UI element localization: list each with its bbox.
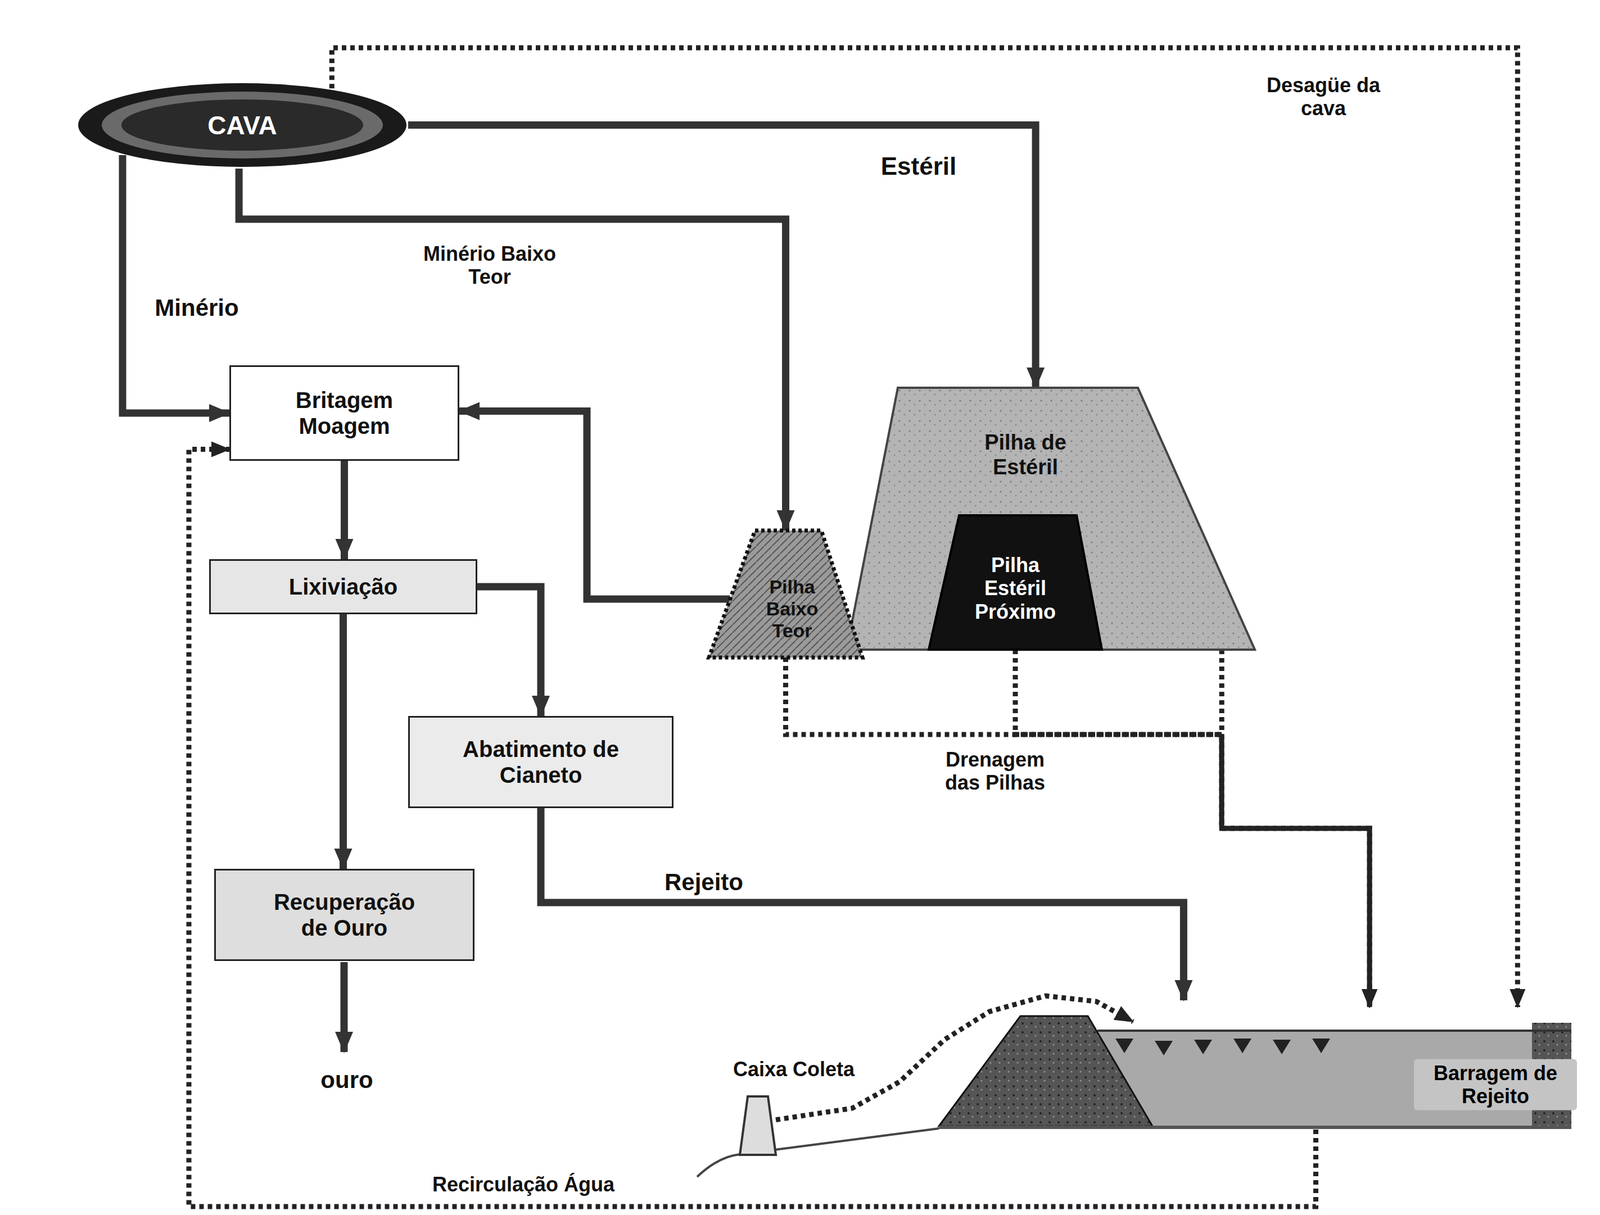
node-outline [739,1096,776,1156]
edge-label: Estéril [877,151,961,183]
tailings-marker [1154,1041,1173,1056]
node-text: Lixiviação [288,573,398,600]
waste-pile: Pilha de EstérilPilha Estéril Próximo [846,387,1255,650]
pit-ellipse: CAVA [76,81,409,169]
dotted-flow-arrow [331,47,1518,1008]
flow-arrow [340,460,348,560]
output-label: ouro [320,1067,373,1095]
pile-outline [708,530,863,658]
process-box: Recuperação de Ouro [214,869,475,962]
tailings-marker [1272,1040,1291,1055]
ground-line [697,1128,939,1178]
process-box: Britagem Moagem [229,365,460,461]
flow-arrow [408,125,1036,389]
flow-arrow [477,586,541,717]
edge-label: Minério Baixo Teor [413,241,567,291]
process-box: Lixiviação [209,559,478,615]
flow-arrow [540,808,1184,1001]
node-text: Pilha de Estéril [972,430,1079,480]
tailings-dam: Barragem de Rejeito [938,1011,1572,1131]
edge-label: Desagüe da cava [1252,72,1395,122]
pile-outline [739,1096,776,1156]
dam-body [938,1016,1153,1127]
dotted-flow-arrow [1221,649,1370,1008]
edge-label: Recirculação Água [428,1172,618,1198]
node-text: CAVA [207,110,278,140]
edge-label: Drenagem das Pilhas [924,747,1066,797]
pile-outline [928,515,1102,650]
edge-label: Minério [151,293,242,323]
tailings-marker [1194,1040,1213,1055]
flow-arrow [122,155,230,414]
pile-outline [846,387,1255,650]
tailings-marker [1115,1038,1134,1054]
pit-floor [121,99,364,151]
node-text: Barragem de Rejeito [1413,1059,1577,1111]
dotted-flow-arrow [1015,649,1370,1008]
pit-middle-ring [101,91,383,159]
pit-outer-ring [78,83,407,167]
tailings-marker [1233,1038,1252,1054]
tailings-marker [1312,1038,1331,1054]
collection-box: Caixa Coleta [739,1096,776,1156]
node-text: Pilha Estéril Próximo [959,553,1072,624]
node-text: Britagem Moagem [271,387,418,440]
flow-arrow [459,411,730,600]
node-text: Pilha Baixo Teor [752,576,832,643]
low-grade-pile: Pilha Baixo Teor [708,530,863,658]
dam-base [938,1126,1572,1130]
dotted-flow-arrow [785,657,1371,1008]
near-waste-pile: Pilha Estéril Próximo [928,515,1102,650]
flow-arrow [238,168,786,531]
edge-label: Rejeito [661,868,747,898]
flow-arrow [339,614,347,870]
process-box: Abatimento de Cianeto [408,716,674,809]
water-surface [1097,1029,1572,1033]
node-text: Recuperação de Ouro [260,889,429,942]
node-text: Caixa Coleta [729,1056,858,1083]
gold-output-arrow [340,962,348,1053]
node-text: Abatimento de Cianeto [442,736,640,789]
